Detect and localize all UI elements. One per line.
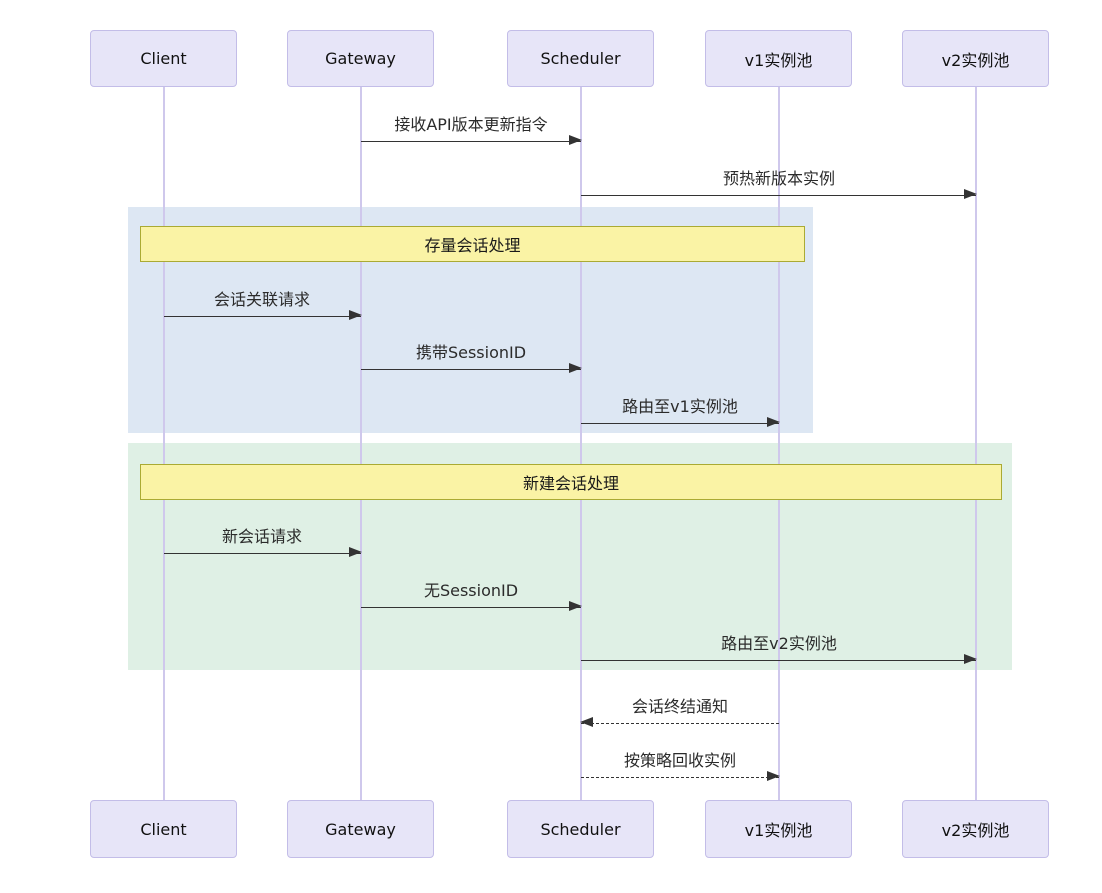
message-8-label: 路由至v2实例池: [721, 634, 837, 653]
actor-v2-pool-bottom: v2实例池: [902, 800, 1049, 858]
lifeline-v1-pool: [778, 87, 780, 800]
message-6-label: 新会话请求: [221, 527, 303, 546]
actor-v1-pool-bottom-label: v1实例池: [744, 821, 813, 840]
actor-gateway-bottom-label: Gateway: [325, 819, 396, 839]
message-4-arrow: [361, 363, 582, 373]
actor-v1-pool-bottom: v1实例池: [705, 800, 852, 858]
actor-scheduler-bottom-label: Scheduler: [540, 819, 621, 839]
message-6-arrow: [164, 547, 362, 557]
block-banner-existing-session-label: 存量会话处理: [424, 236, 521, 255]
lifeline-gateway: [360, 87, 362, 800]
lifeline-v2-pool: [975, 87, 977, 800]
actor-v2-pool-top-label: v2实例池: [941, 50, 1010, 70]
block-banner-existing-session: 存量会话处理: [140, 226, 805, 262]
actor-client-top: Client: [90, 30, 237, 87]
actor-v2-pool-bottom-label: v2实例池: [941, 821, 1010, 840]
message-8-arrow: [581, 654, 977, 664]
actor-gateway-top-label: Gateway: [325, 49, 396, 68]
actor-client-bottom: Client: [90, 800, 237, 858]
message-10-arrow: [581, 771, 780, 781]
actor-client-bottom-label: Client: [140, 819, 187, 839]
message-4-label: 携带SessionID: [415, 343, 527, 362]
message-3-label: 会话关联请求: [213, 290, 311, 309]
message-1-label: 接收API版本更新指令: [394, 115, 548, 134]
actor-v1-pool-top-label: v1实例池: [744, 50, 813, 70]
message-2-arrow: [581, 189, 977, 199]
message-7-label: 无SessionID: [423, 581, 519, 600]
message-10-label: 按策略回收实例: [623, 751, 737, 770]
lifeline-scheduler: [580, 87, 582, 800]
message-9-label: 会话终结通知: [631, 697, 729, 716]
message-7-arrow: [361, 601, 582, 611]
block-banner-new-session-label: 新建会话处理: [522, 474, 619, 493]
actor-v1-pool-top: v1实例池: [705, 30, 852, 87]
actor-gateway-top: Gateway: [287, 30, 434, 87]
block-banner-new-session: 新建会话处理: [140, 464, 1002, 500]
actor-scheduler-top-label: Scheduler: [540, 49, 621, 68]
lifeline-client: [163, 87, 165, 800]
message-3-arrow: [164, 310, 362, 320]
message-1-arrow: [361, 135, 582, 145]
actor-scheduler-bottom: Scheduler: [507, 800, 654, 858]
message-2-label: 预热新版本实例: [722, 169, 836, 188]
actor-scheduler-top: Scheduler: [507, 30, 654, 87]
actor-gateway-bottom: Gateway: [287, 800, 434, 858]
actor-client-top-label: Client: [140, 49, 187, 68]
message-9-arrow: [580, 717, 779, 727]
message-5-arrow: [581, 417, 780, 427]
message-5-label: 路由至v1实例池: [622, 397, 738, 416]
actor-v2-pool-top: v2实例池: [902, 30, 1049, 87]
